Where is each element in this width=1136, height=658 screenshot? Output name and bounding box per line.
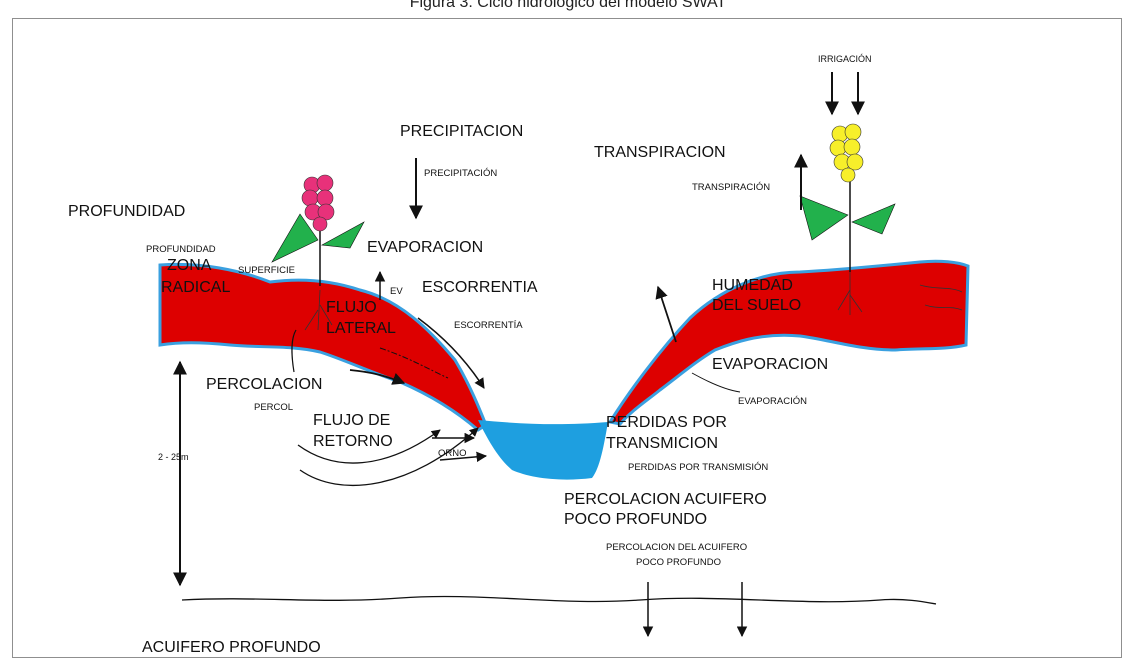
label-precipitation-small: PRECIPITACIÓN bbox=[424, 168, 497, 179]
label-percolation: PERCOLACION bbox=[206, 376, 322, 393]
label-evaporation-right: EVAPORACION bbox=[712, 356, 828, 373]
label-soil-moisture-2: DEL SUELO bbox=[712, 297, 801, 314]
label-deep-aquifer: ACUIFERO PROFUNDO bbox=[142, 639, 321, 656]
label-lateral-flow-1: FLUJO bbox=[326, 299, 377, 316]
label-return-flow-1: FLUJO DE bbox=[313, 412, 390, 429]
evaporation-arrow-right bbox=[692, 373, 740, 392]
label-percol-small: PERCOL bbox=[254, 402, 293, 413]
soil-moisture-arrow bbox=[658, 287, 676, 342]
label-transmission-losses-small: PERDIDAS POR TRANSMISIÓN bbox=[628, 462, 768, 473]
label-runoff: ESCORRENTIA bbox=[422, 279, 538, 296]
stream-water bbox=[478, 420, 608, 480]
label-precipitation: PRECIPITACION bbox=[400, 123, 523, 140]
label-lateral-flow-2: LATERAL bbox=[326, 320, 396, 337]
label-shallow-aquifer-percolation-2: POCO PROFUNDO bbox=[564, 511, 707, 528]
label-return-flow-2: RETORNO bbox=[313, 433, 393, 450]
label-evaporation-small: EVAPORACIÓN bbox=[738, 396, 807, 407]
label-shallow-aquifer-percolation-1: PERCOLACION ACUIFERO bbox=[564, 491, 767, 508]
label-transmission-losses-1: PERDIDAS POR bbox=[606, 414, 727, 431]
label-transpiration: TRANSPIRACION bbox=[594, 144, 726, 161]
leaf-right-2 bbox=[852, 204, 895, 234]
label-shallow-aquifer-small-1: PERCOLACION DEL ACUIFERO bbox=[606, 542, 747, 553]
label-depth-small: PROFUNDIDAD bbox=[146, 244, 216, 255]
leaf-right-1 bbox=[800, 196, 848, 240]
label-transpiration-small: TRANSPIRACIÓN bbox=[692, 182, 770, 193]
label-root-zone-1: ZONA bbox=[167, 257, 212, 274]
flower-right bbox=[830, 124, 863, 182]
leaf-left-1 bbox=[272, 214, 318, 262]
label-shallow-aquifer-small-2: POCO PROFUNDO bbox=[636, 557, 721, 568]
label-transmission-losses-2: TRANSMICION bbox=[606, 435, 718, 452]
label-soil-moisture-1: HUMEDAD bbox=[712, 277, 793, 294]
label-orno-small: ORNO bbox=[438, 448, 467, 459]
label-depth: PROFUNDIDAD bbox=[68, 203, 185, 220]
label-irrigation-small: IRRIGACIÓN bbox=[818, 54, 872, 64]
leaf-left-2 bbox=[322, 222, 364, 248]
label-depth-range: 2 - 25m bbox=[158, 452, 189, 462]
label-runoff-small: ESCORRENTÍA bbox=[454, 320, 523, 331]
label-evaporation-left: EVAPORACION bbox=[367, 239, 483, 256]
label-root-zone-2: RADICAL bbox=[161, 279, 230, 296]
label-surface-small: SUPERFICIE bbox=[238, 265, 295, 276]
flower-left bbox=[302, 175, 334, 231]
label-ev-small: EV bbox=[390, 286, 403, 297]
aquifer-boundary-line bbox=[182, 596, 936, 604]
